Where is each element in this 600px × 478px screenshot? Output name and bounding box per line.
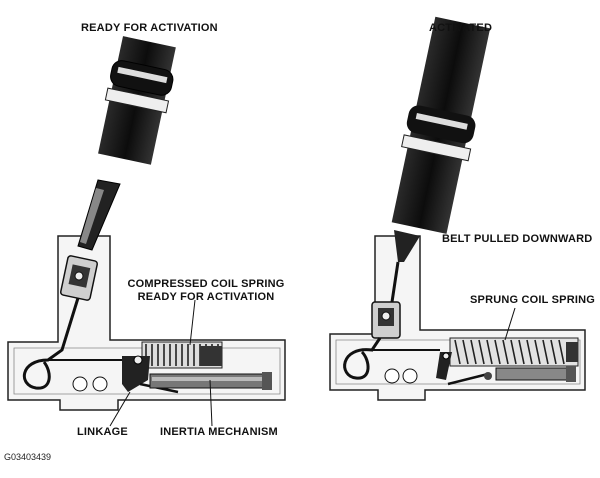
right-hole-b bbox=[402, 368, 418, 384]
left-hole-a bbox=[72, 376, 88, 392]
left-callout-linkage-line bbox=[109, 391, 131, 427]
right-hole-a bbox=[384, 368, 400, 384]
callout-linkage: LINKAGE bbox=[77, 426, 128, 438]
left-cable bbox=[22, 297, 80, 390]
right-belt-upper bbox=[391, 16, 491, 234]
right-buckle bbox=[371, 261, 401, 339]
left-compressed-spring bbox=[141, 341, 223, 369]
left-belt-upper bbox=[98, 36, 176, 165]
figure-id: G03403439 bbox=[4, 452, 52, 462]
callout-compressed-spring: COMPRESSED COIL SPRING READY FOR ACTIVAT… bbox=[126, 278, 286, 304]
right-linkage bbox=[436, 352, 492, 386]
left-title: READY FOR ACTIVATION bbox=[81, 22, 218, 34]
right-belt-tongue bbox=[394, 230, 420, 262]
left-buckle bbox=[59, 255, 99, 301]
callout-inertia-mechanism: INERTIA MECHANISM bbox=[160, 426, 278, 438]
left-hole-b bbox=[92, 376, 108, 392]
right-assembly bbox=[329, 16, 586, 401]
left-callout-spring-line bbox=[189, 299, 196, 346]
right-inertia-mechanism bbox=[495, 366, 576, 382]
callout-belt-pulled-downward: BELT PULLED DOWNWARD bbox=[442, 233, 593, 245]
right-callout-spring-line bbox=[504, 307, 516, 341]
right-cable bbox=[343, 337, 382, 380]
callout-sprung-coil-spring: SPRUNG COIL SPRING bbox=[470, 294, 596, 306]
right-sprung-spring bbox=[449, 337, 579, 367]
left-inertia-mechanism bbox=[149, 372, 272, 390]
left-callout-inertia-line bbox=[209, 379, 213, 427]
callout-compressed-spring-line2: READY FOR ACTIVATION bbox=[137, 291, 275, 303]
callout-compressed-spring-line1: COMPRESSED COIL SPRING bbox=[127, 278, 285, 290]
left-assembly bbox=[7, 36, 286, 427]
right-title: ACTIVATED bbox=[429, 22, 493, 34]
